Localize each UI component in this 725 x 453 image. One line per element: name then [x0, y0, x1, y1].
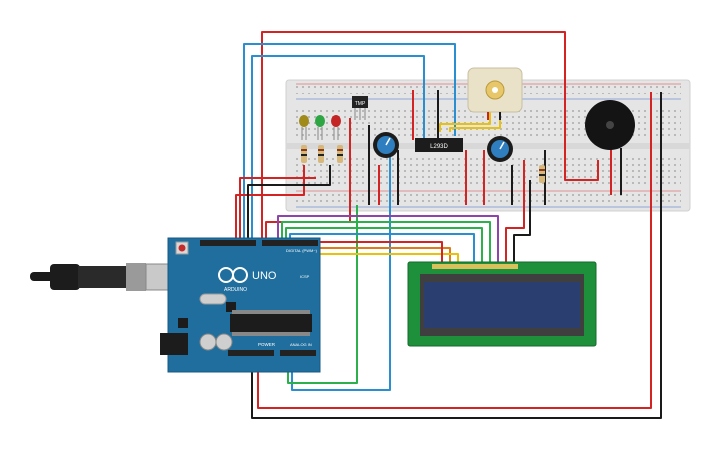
- lcd-display: [407, 261, 597, 347]
- brand-label: ARDUINO: [224, 287, 247, 293]
- wire-blue-1: [243, 43, 456, 240]
- wire-black-led: [247, 165, 331, 240]
- wire-purple-lcd: [277, 215, 499, 262]
- wire-red-lcd: [309, 240, 443, 262]
- icsp-label: ICSP: [300, 274, 310, 279]
- wire-black-bottom: [251, 92, 662, 419]
- wire-yellow-lcd: [305, 240, 459, 262]
- temp-sensor-label: TMP: [355, 101, 366, 107]
- arduino-logo: ARDUINO UNO: [218, 267, 277, 293]
- potentiometer-left[interactable]: [373, 132, 399, 158]
- potentiometer-right[interactable]: [487, 136, 513, 162]
- logo-text: UNO: [252, 270, 277, 282]
- piezo-buzzer-icon: [585, 100, 635, 150]
- resistor-3: [337, 145, 343, 163]
- wire-red-lcd-2: [505, 160, 525, 262]
- wire-yellow-motor: [439, 110, 491, 132]
- wire-red-led: [235, 165, 305, 240]
- lcd-screen: [424, 282, 580, 328]
- usb-cable-icon: [30, 263, 183, 291]
- resistor-4: [539, 165, 545, 183]
- wire-blue-2: [251, 55, 425, 240]
- resistor-2: [318, 145, 324, 163]
- wire-red-top: [261, 31, 599, 240]
- wire-red-led-2: [239, 177, 316, 240]
- wire-black-lcd: [513, 180, 531, 262]
- arduino-uno-board: DIGITAL (PWM~) ARDUINO UNO ICSP POWER AN…: [30, 237, 321, 373]
- resistor-1: [301, 145, 307, 163]
- wire-blue-lcd: [289, 233, 475, 262]
- led-red: [331, 115, 341, 140]
- wire-orange-lcd: [297, 240, 451, 262]
- digital-header-label: DIGITAL (PWM~): [286, 248, 318, 253]
- temperature-sensor: TMP: [352, 96, 368, 120]
- wire-red-bottom: [257, 92, 652, 409]
- wire-green-lcd-2: [285, 227, 483, 262]
- led-green: [315, 115, 325, 140]
- analog-header-label: ANALOG IN: [290, 342, 312, 347]
- led-yellow: [299, 115, 309, 140]
- wire-green-lcd-1: [281, 221, 491, 262]
- power-header-label: POWER: [258, 342, 276, 347]
- motor-driver-chip: L293D: [415, 138, 463, 152]
- driver-chip-label: L293D: [430, 144, 448, 150]
- dc-motor-icon: [467, 67, 523, 120]
